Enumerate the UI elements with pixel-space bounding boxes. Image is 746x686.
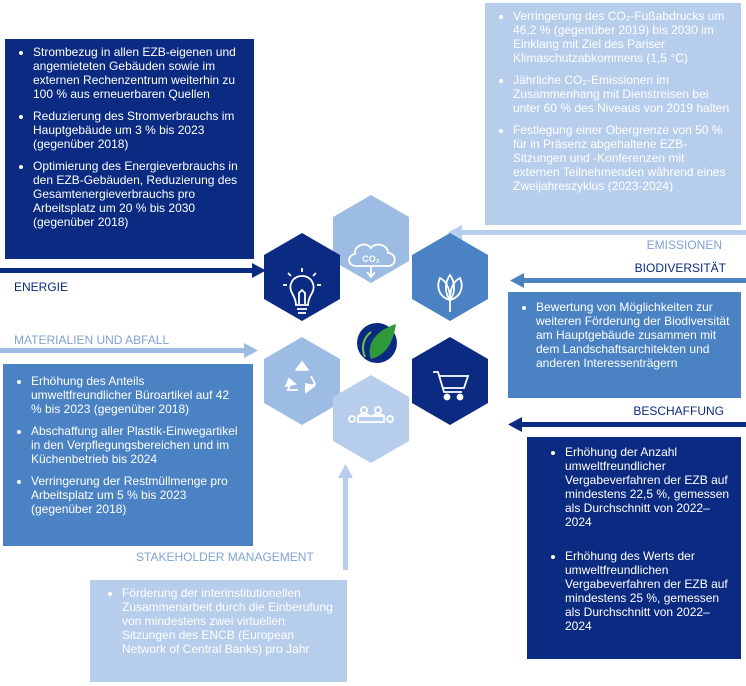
emissionen-list: Verringerung des CO₂-Fußabdrucks um 46,2… [497, 9, 731, 193]
beschaffung-arrow [508, 417, 746, 432]
beschaffung-item: Erhöhung des Werts der umweltfreundliche… [565, 549, 731, 633]
energie-arrow [0, 263, 266, 278]
stakeholder-arrow [338, 464, 353, 570]
biodiversitaet-label: BIODIVERSITÄT [634, 261, 726, 275]
stakeholder-box: Förderung der interinstitutionellen Zusa… [90, 580, 347, 682]
biodiversitaet-hexagon [412, 233, 488, 321]
energie-item: Optimierung des Energieverbrauchs in den… [33, 159, 244, 229]
materialien-item: Abschaffung aller Plastik-Einwegartikel … [31, 424, 243, 466]
energie-item: Strombezug in allen EZB-eigenen und ange… [33, 45, 244, 101]
materialien-item: Verringerung der Restmüllmenge pro Arbei… [31, 474, 243, 516]
biodiversitaet-item: Bewertung von Möglichkeiten zur weiteren… [536, 300, 731, 370]
energie-box: Strombezug in allen EZB-eigenen und ange… [5, 39, 254, 259]
ecb-leaf-logo [357, 323, 397, 363]
recycle-icon [284, 360, 317, 394]
materialien-label: MATERIALIEN UND ABFALL [14, 333, 170, 347]
emissionen-item: Verringerung des CO₂-Fußabdrucks um 46,2… [513, 9, 731, 65]
stakeholder-hexagon [333, 375, 409, 463]
shopping-cart-icon [433, 371, 470, 401]
energie-list: Strombezug in allen EZB-eigenen und ange… [17, 45, 244, 229]
co2-text: CO₂ [362, 254, 380, 264]
biodiversitaet-arrow [510, 273, 746, 288]
materialien-list: Erhöhung des Anteils umweltfreundlicher … [15, 374, 243, 516]
energie-hexagon [264, 233, 340, 321]
emissionen-arrow [448, 225, 746, 240]
stakeholder-list: Förderung der interinstitutionellen Zusa… [106, 586, 337, 656]
emissionen-item: Jährliche CO₂-Emissionen im Zusammenhang… [513, 73, 731, 115]
emissionen-hexagon [333, 195, 409, 283]
meeting-table-icon [348, 406, 394, 423]
emissionen-box: Verringerung des CO₂-Fußabdrucks um 46,2… [485, 3, 741, 225]
energie-item: Reduzierung des Stromverbrauchs im Haupt… [33, 109, 244, 151]
materialien-box: Erhöhung des Anteils umweltfreundlicher … [3, 364, 253, 546]
co2-cloud-icon [348, 243, 396, 279]
energie-label: ENERGIE [14, 280, 69, 294]
beschaffung-item: Erhöhung der Anzahl umweltfreundlicher V… [565, 445, 731, 529]
lightbulb-icon [283, 268, 321, 314]
materialien-arrow [0, 343, 258, 358]
beschaffung-hexagon [412, 337, 488, 425]
plant-icon [437, 273, 463, 312]
emissionen-label: EMISSIONEN [646, 238, 722, 252]
beschaffung-list: Erhöhung der Anzahl umweltfreundlicher V… [549, 445, 731, 633]
biodiversitaet-box: Bewertung von Möglichkeiten zur weiteren… [508, 292, 741, 398]
stakeholder-label: STAKEHOLDER MANAGEMENT [136, 550, 314, 564]
biodiversitaet-list: Bewertung von Möglichkeiten zur weiteren… [520, 300, 731, 370]
materialien-item: Erhöhung des Anteils umweltfreundlicher … [31, 374, 243, 416]
materialien-hexagon [264, 337, 340, 425]
beschaffung-label: BESCHAFFUNG [633, 404, 724, 418]
stakeholder-item: Förderung der interinstitutionellen Zusa… [122, 586, 337, 656]
beschaffung-box: Erhöhung der Anzahl umweltfreundlicher V… [527, 437, 741, 659]
emissionen-item: Festlegung einer Obergrenze von 50 % für… [513, 123, 731, 193]
